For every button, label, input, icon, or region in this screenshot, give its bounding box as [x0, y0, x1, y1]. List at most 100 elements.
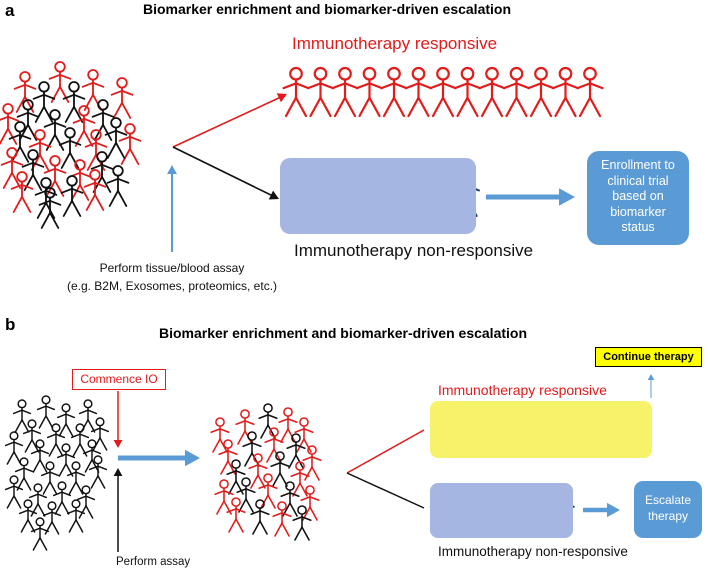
- panel-b-postio-person: [278, 407, 298, 443]
- panel-a-title: Biomarker enrichment and biomarker-drive…: [143, 1, 512, 17]
- panel-a-branch-up: [172, 95, 284, 148]
- panel-a-crowd-person: [28, 129, 52, 171]
- panel-a-crowd-person: [118, 123, 142, 165]
- panel-a-crowd-person: [8, 121, 32, 163]
- panel-a-responsive-person: [527, 66, 555, 118]
- panel-b-initial-person: [66, 461, 86, 495]
- panel-b-initial-person: [42, 501, 62, 535]
- panel-b-postio-person: [286, 433, 306, 469]
- panel-a-crowd-person: [58, 127, 82, 169]
- panel-a-crowd-person: [106, 165, 130, 207]
- panel-b-postio-person: [270, 451, 290, 487]
- enrollment-line-2: clinical trial: [607, 173, 669, 188]
- panel-b-initial-person: [4, 475, 24, 509]
- panel-b-postio-person: [258, 403, 278, 439]
- enrollment-box: Enrollment to clinical trial based on bi…: [587, 151, 689, 245]
- panel-b-initial-person: [88, 455, 108, 489]
- panel-a-responsive-label: Immunotherapy responsive: [292, 34, 498, 53]
- panel-a-responsive-person: [404, 66, 433, 118]
- panel-b-initial-person: [66, 499, 86, 533]
- panel-b-initial-person: [30, 439, 50, 473]
- panel-a-crowd-person: [43, 109, 67, 151]
- panel-b-initial-person: [46, 423, 66, 457]
- panel-b-nonresponsive-box: [430, 483, 573, 538]
- escalate-arrow-head: [607, 502, 620, 518]
- panel-a-crowd-person: [16, 99, 40, 141]
- commence-io-box: Commence IO: [72, 369, 166, 390]
- panel-b-postio-person: [248, 453, 268, 489]
- panel-b-postio-person: [210, 417, 230, 453]
- panel-b-postio-person: [302, 445, 322, 481]
- panel-a-responsive-person: [576, 66, 604, 118]
- panel-a-nonresponsive-label: Immunotherapy non-responsive: [294, 241, 534, 260]
- panel-b-letter: b: [5, 315, 16, 334]
- continue-therapy-box: Continue therapy: [595, 347, 702, 367]
- enrollment-line-1: Enrollment to: [601, 158, 675, 172]
- enrollment-line-3: based on: [612, 189, 664, 203]
- panel-b-nonresponsive-label: Immunotherapy non-responsive: [438, 544, 628, 559]
- enrollment-line-5: status: [621, 220, 655, 234]
- panel-b-initial-person: [78, 399, 98, 433]
- panel-a-branch-up-head: [276, 93, 287, 103]
- panel-a-crowd-person: [62, 81, 86, 123]
- panel-b-initial-person: [4, 431, 24, 465]
- panel-a-crowd-person: [43, 155, 67, 197]
- panel-b-title: Biomarker enrichment and biomarker-drive…: [159, 325, 528, 341]
- panel-a-nonresponsive-box: [280, 158, 476, 234]
- panel-a-crowd-person: [21, 149, 45, 191]
- panel-b-initial-person: [56, 403, 76, 437]
- panel-a-crowd-person: [91, 99, 115, 141]
- panel-a-crowd-person: [83, 169, 107, 211]
- panel-b-postio-person: [242, 431, 262, 467]
- assay-line-2: (e.g. B2M, Exosomes, proteomics, etc.): [66, 279, 278, 293]
- commence-io-arrow-head: [113, 440, 123, 448]
- panel-b-initial-person: [18, 499, 38, 533]
- panel-a-enroll-arrow-head: [559, 188, 575, 206]
- panel-b-initial-person: [90, 417, 110, 451]
- panel-a-branch-down-head: [268, 190, 279, 200]
- panel-b-postio-person: [214, 479, 234, 515]
- panel-b-initial-person: [14, 457, 34, 491]
- panel-b-postio-person: [235, 409, 255, 445]
- panel-a-responsive-person: [380, 66, 408, 118]
- panel-a-responsive-person: [502, 66, 531, 118]
- panel-a-responsive-person: [429, 66, 457, 118]
- panel-a-crowd-person: [32, 81, 56, 123]
- panel-b-postio-person: [218, 439, 238, 475]
- panel-a-crowd-person: [10, 171, 34, 213]
- panel-b-postio-person: [292, 505, 312, 541]
- panel-a-crowd-person: [68, 159, 92, 201]
- panel-b-postio-person: [236, 477, 256, 513]
- escalate-therapy-box: Escalate therapy: [634, 481, 702, 538]
- panel-b-branch-up: [346, 429, 425, 474]
- panel-a-letter: a: [5, 1, 15, 20]
- panel-b-branch-down: [346, 472, 425, 509]
- panel-a-crowd-person: [48, 61, 72, 103]
- panel-b-postio-person: [294, 417, 314, 453]
- enrollment-line-4: biomarker: [610, 204, 666, 219]
- perform-assay-arrow-head: [113, 468, 123, 476]
- panel-b-responsive-box: [430, 401, 652, 458]
- panel-a-crowd-person: [81, 69, 105, 111]
- panel-a-responsive-person: [478, 66, 506, 118]
- panel-a-crowd-person: [60, 175, 84, 217]
- panel-b-postio-person: [258, 473, 278, 509]
- panel-b-initial-person: [22, 419, 42, 453]
- panel-a-assay-arrow-head: [167, 165, 177, 174]
- panel-a-crowd-person: [110, 77, 134, 119]
- panel-b-initial-person: [28, 483, 48, 517]
- panel-b-initial-person: [56, 443, 76, 477]
- panel-a-responsive-person: [282, 66, 310, 118]
- panel-b-initial-person: [36, 395, 56, 429]
- panel-b-initial-person: [52, 481, 72, 515]
- panel-b-postio-person: [280, 481, 300, 517]
- panel-b-initial-person: [76, 485, 96, 519]
- escalate-line-2: therapy: [647, 509, 689, 523]
- panel-a-crowd-person: [0, 103, 20, 145]
- panel-a-responsive-person: [355, 66, 384, 118]
- panel-a-crowd-person: [38, 187, 62, 229]
- continue-therapy-arrow-head: [647, 374, 655, 380]
- panel-a-responsive-person: [453, 66, 482, 118]
- panel-b-main-arrow-head: [185, 449, 200, 467]
- panel-a-responsive-person: [331, 66, 359, 118]
